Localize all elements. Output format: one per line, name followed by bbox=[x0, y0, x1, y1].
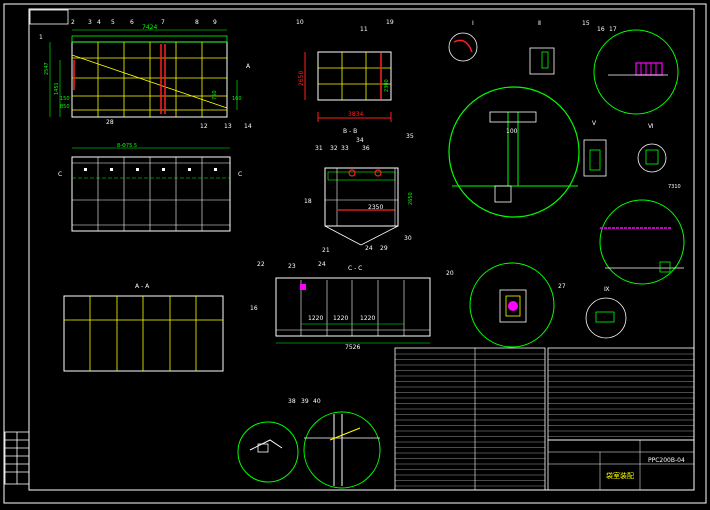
balloon-bb-34: 34 bbox=[356, 137, 364, 144]
balloon-bb-24: 24 bbox=[365, 245, 373, 252]
detail-circle-9: Ⅸ bbox=[585, 286, 627, 339]
dim-cc-span1: 1220 bbox=[308, 315, 323, 322]
balloon-front-4: 4 bbox=[97, 19, 101, 26]
dim-side-mid: 2300 bbox=[384, 79, 390, 92]
dim-cc-span3: 1220 bbox=[360, 315, 375, 322]
balloon-front-3: 3 bbox=[88, 19, 92, 26]
dim-side-height: 2650 bbox=[298, 71, 305, 86]
dim-front-right: 750 bbox=[212, 90, 218, 100]
balloon-side-10: 10 bbox=[296, 19, 304, 26]
dim-plan-holes: 8-Φ75.5 bbox=[117, 143, 137, 149]
detail-label-1: Ⅰ bbox=[472, 20, 474, 27]
detail-circle-bottom-left bbox=[237, 421, 299, 483]
balloon-side-11: 11 bbox=[360, 26, 368, 33]
detail-circle-bottom-mid bbox=[303, 411, 381, 489]
detail-small-bracket: Ⅱ bbox=[529, 20, 555, 75]
balloon-detail-20: 20 bbox=[446, 270, 454, 277]
balloon-front-28: 28 bbox=[106, 119, 114, 126]
balloon-bb-33: 33 bbox=[341, 145, 349, 152]
balloon-front-7: 7 bbox=[161, 19, 165, 26]
balloon-detail-15: 15 bbox=[582, 20, 590, 27]
balloon-side-19: 19 bbox=[386, 19, 394, 26]
balloon-front-5: 5 bbox=[111, 19, 115, 26]
dim-front-h1: 2547 bbox=[44, 62, 50, 75]
section-aa-view: A - A bbox=[63, 283, 224, 372]
detail-circle-3 bbox=[593, 29, 679, 115]
balloon-detail-38: 38 bbox=[288, 398, 296, 405]
balloon-front-9: 9 bbox=[213, 19, 217, 26]
plan-view: 8-Φ75.5 C C bbox=[58, 143, 242, 232]
section-marker-a-label: A bbox=[246, 63, 251, 70]
balloon-bb-32: 32 bbox=[330, 145, 338, 152]
balloon-bb-30: 30 bbox=[404, 235, 412, 242]
detail-circle-6: 7310 Ⅵ bbox=[637, 123, 681, 190]
balloon-front-12: 12 bbox=[200, 123, 208, 130]
sheet-outer-frame bbox=[3, 3, 707, 504]
balloon-detail-27: 27 bbox=[558, 283, 566, 290]
detail-label-2: Ⅱ bbox=[538, 20, 541, 27]
detail-label-9: Ⅸ bbox=[604, 286, 610, 293]
section-aa-label: A - A bbox=[135, 283, 150, 290]
part-number-balloons: 1 2 3 4 5 6 7 8 9 12 13 14 28 10 11 19 3… bbox=[39, 19, 617, 405]
dim-bb-width: 2350 bbox=[368, 204, 383, 211]
section-bb-label: B - B bbox=[343, 128, 357, 135]
balloon-detail-16: 16 bbox=[597, 26, 605, 33]
detail-small-bracket-2: Ⅴ bbox=[583, 120, 607, 177]
dim-front-right2: 160 bbox=[232, 96, 242, 102]
balloon-bb-35: 35 bbox=[406, 133, 414, 140]
title-drawing-name: 袋室装配 bbox=[606, 471, 634, 480]
section-cc-label: C - C bbox=[348, 265, 362, 272]
balloon-bb-36: 36 bbox=[362, 145, 370, 152]
balloon-front-8: 8 bbox=[195, 19, 199, 26]
balloon-bb-31: 31 bbox=[315, 145, 323, 152]
detail-label-5: Ⅴ bbox=[592, 120, 597, 127]
dim-front-h2: 1451 bbox=[54, 82, 60, 95]
detail-circle-7 bbox=[599, 199, 685, 285]
balloon-front-14: 14 bbox=[244, 123, 252, 130]
title-block: PPC200B-04 袋室装配 bbox=[547, 439, 695, 491]
detail-circle-8 bbox=[469, 262, 555, 348]
dim-front-length: 7424 bbox=[142, 24, 157, 31]
balloon-cc-22: 22 bbox=[257, 261, 265, 268]
balloon-cc-24: 24 bbox=[318, 261, 326, 268]
balloon-front-13: 13 bbox=[224, 123, 232, 130]
balloon-bb-29: 29 bbox=[380, 245, 388, 252]
balloon-front-6: 6 bbox=[130, 19, 134, 26]
balloon-detail-39: 39 bbox=[301, 398, 309, 405]
title-drawing-number: PPC200B-04 bbox=[648, 457, 685, 464]
dim-front-h4: 850 bbox=[60, 104, 70, 110]
section-marker-c-left: C bbox=[58, 171, 62, 178]
sheet-top-label-box bbox=[29, 9, 69, 25]
balloon-cc-16: 16 bbox=[250, 305, 258, 312]
dim-detail-width: 100 bbox=[506, 128, 518, 135]
dim-side-width: 3834 bbox=[348, 111, 363, 118]
left-revision-box bbox=[4, 431, 30, 485]
balloon-front-1: 1 bbox=[39, 34, 43, 41]
side-view: 3834 2650 2300 bbox=[298, 51, 392, 122]
section-marker-c-right: C bbox=[238, 171, 242, 178]
dim-bb-height: 2650 bbox=[408, 192, 414, 205]
balloon-detail-40: 40 bbox=[313, 398, 321, 405]
sheet-inner-frame bbox=[28, 8, 695, 491]
balloon-bb-21: 21 bbox=[322, 247, 330, 254]
dim-cc-span2: 1220 bbox=[333, 315, 348, 322]
balloon-bb-18: 18 bbox=[304, 198, 312, 205]
balloon-cc-23: 23 bbox=[288, 263, 296, 270]
detail-circle-4: 100 bbox=[448, 86, 580, 218]
section-cc-view: C - C 1220 1220 1220 7526 bbox=[275, 265, 431, 351]
balloon-front-2: 2 bbox=[71, 19, 75, 26]
section-bb-view: B - B 2350 2650 bbox=[324, 128, 414, 246]
dim-cc-total: 7526 bbox=[345, 344, 360, 351]
detail-circle-1: Ⅰ bbox=[448, 20, 478, 62]
dim-detail-right: 7310 bbox=[668, 184, 681, 190]
detail-label-6: Ⅵ bbox=[648, 123, 654, 130]
dim-front-h3: 150 bbox=[60, 96, 70, 102]
balloon-detail-17: 17 bbox=[609, 26, 617, 33]
front-elevation-view: 7424 2547 1451 150 850 750 160 A bbox=[44, 24, 251, 118]
parts-list-table bbox=[394, 347, 695, 491]
